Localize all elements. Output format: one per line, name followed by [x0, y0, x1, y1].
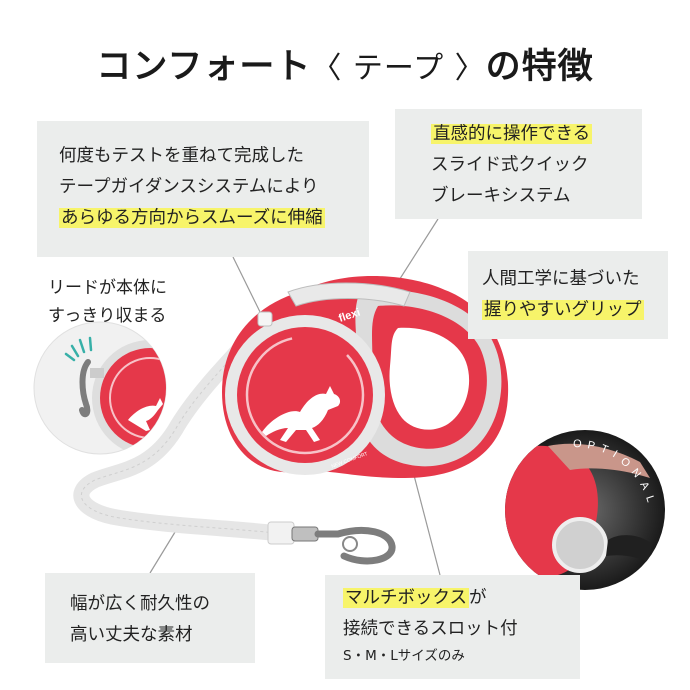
svg-text:I: I: [610, 448, 619, 460]
leash-body: [222, 275, 509, 478]
feature-tape-guidance: 何度もテストを重ねて完成した テープガイダンスシステムにより あらゆる方向からス…: [37, 121, 369, 257]
title-main: コンフォート: [96, 47, 312, 87]
feature-multibox-highlight: マルチボックス: [343, 588, 469, 608]
feature-grip-line-2: 握りやすいグリップ: [482, 300, 644, 320]
feature-brake-line-2: スライド式クイック: [431, 155, 589, 175]
optional-inset: O P T I O N A L: [505, 430, 665, 590]
title-bracket: 〈 テープ 〉: [311, 51, 486, 86]
feature-multibox-suffix: が: [468, 588, 487, 608]
feature-multibox-slot: マルチボックスが 接続できるスロット付 S・M・Lサイズのみ: [325, 575, 580, 679]
feature-retract-line-2: すっきり収まる: [48, 306, 167, 326]
dog-logo: [262, 386, 341, 442]
snap-hook: [291, 526, 396, 565]
feature-durable-material: 幅が広く耐久性の 高い丈夫な素材: [45, 573, 255, 663]
feature-tape-line-1: 何度もテストを重ねて完成した: [59, 146, 304, 166]
page-title: コンフォート〈 テープ 〉の特徴: [0, 38, 690, 89]
feature-retract-caption: リードが本体に すっきり収まる: [48, 274, 167, 330]
feature-brake-line-3: ブレーキシステム: [431, 186, 571, 206]
feature-material-line-2: 高い丈夫な素材: [70, 625, 193, 645]
feature-brake-line-1: 直感的に操作できる: [431, 124, 593, 144]
feature-multibox-line-2: 接続できるスロット付: [343, 619, 518, 639]
tape-leash: [73, 317, 295, 545]
svg-text:P: P: [586, 439, 596, 452]
svg-text:T: T: [599, 443, 610, 457]
feature-multibox-note: S・M・Lサイズのみ: [343, 648, 465, 664]
feature-quick-brake: 直感的に操作できる スライド式クイック ブレーキシステム: [395, 109, 642, 219]
title-suffix: の特徴: [485, 47, 594, 87]
retract-inset: [33, 321, 167, 455]
svg-text:L: L: [643, 494, 656, 504]
svg-text:O: O: [573, 438, 582, 450]
feature-material-line-1: 幅が広く耐久性の: [70, 594, 210, 614]
feature-ergonomic-grip: 人間工学に基づいた 握りやすいグリップ: [468, 251, 668, 339]
feature-retract-line-1: リードが本体に: [48, 278, 167, 298]
feature-tape-line-2: テープガイダンスシステムにより: [59, 177, 319, 197]
feature-tape-line-3: あらゆる方向からスムーズに伸縮: [59, 208, 325, 228]
feature-grip-line-1: 人間工学に基づいた: [482, 269, 640, 289]
